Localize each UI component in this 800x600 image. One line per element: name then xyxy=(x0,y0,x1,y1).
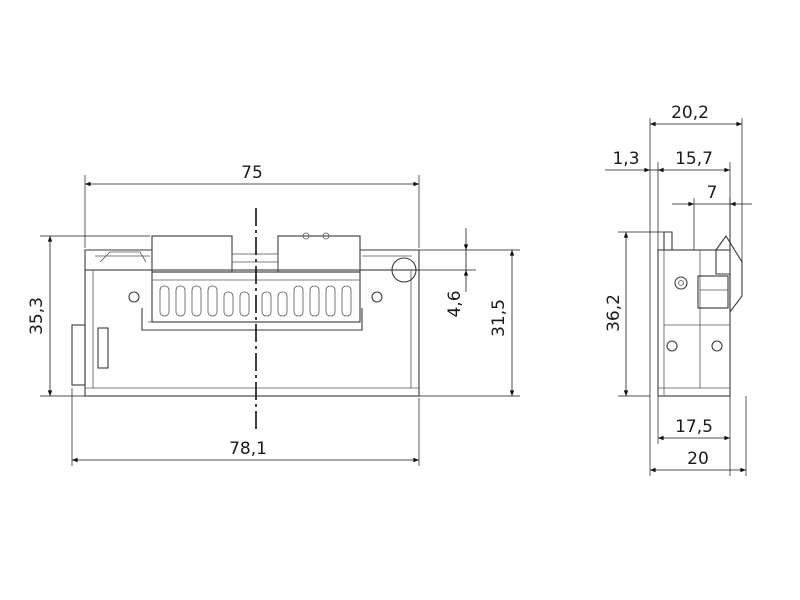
side-hole-left xyxy=(666,340,678,352)
slot-window xyxy=(97,327,109,369)
dim-overall-top-width: 75 xyxy=(84,163,420,248)
latch-button xyxy=(697,275,729,309)
dim-right-height: 31,5 xyxy=(419,249,520,397)
dim-label-7: 7 xyxy=(707,183,718,203)
dim-overall-bottom-width: 78,1 xyxy=(71,388,420,466)
dim-label-35-3: 35,3 xyxy=(27,297,47,335)
side-latch xyxy=(715,235,743,314)
body-outline xyxy=(84,269,420,397)
front-view-body xyxy=(71,232,420,397)
dim-label-31-5: 31,5 xyxy=(489,299,509,337)
side-hole-right xyxy=(711,340,723,352)
comb-fins xyxy=(159,285,352,317)
left-tab xyxy=(71,324,86,386)
dim-side-latch-offset: 7 xyxy=(672,183,752,250)
dim-label-1-3: 1,3 xyxy=(612,149,639,169)
dim-label-17-5: 17,5 xyxy=(675,417,713,437)
dim-label-78-1: 78,1 xyxy=(229,439,267,459)
dim-side-bottom-width: 20 xyxy=(649,396,747,476)
dim-label-75: 75 xyxy=(241,163,263,183)
dim-side-height: 36,2 xyxy=(604,231,664,397)
head-block-right xyxy=(277,235,361,273)
side-hole-top xyxy=(674,276,688,290)
side-view: 20,2 1,3 15,7 7 36,2 xyxy=(604,103,752,476)
dim-label-15-7: 15,7 xyxy=(675,149,713,169)
front-view: 75 78,1 35,3 4,6 xyxy=(27,163,520,466)
dim-side-top-width: 20,2 xyxy=(649,103,743,396)
dim-right-small-height: 4,6 xyxy=(419,228,476,318)
dim-label-4-6: 4,6 xyxy=(445,290,465,317)
mount-hole-left xyxy=(128,291,140,303)
dim-label-36-2: 36,2 xyxy=(604,294,624,332)
dim-left-height: 35,3 xyxy=(27,235,150,397)
right-roller xyxy=(391,257,417,283)
dim-label-20-2: 20,2 xyxy=(671,103,709,123)
dim-label-20: 20 xyxy=(687,449,709,469)
dim-side-offsets: 1,3 15,7 xyxy=(605,149,731,250)
side-body-outline xyxy=(657,249,731,397)
dim-side-bottom-inner: 17,5 xyxy=(657,396,731,476)
side-view-body xyxy=(657,231,743,397)
mount-hole-right xyxy=(371,291,383,303)
head-block-left xyxy=(151,235,233,273)
